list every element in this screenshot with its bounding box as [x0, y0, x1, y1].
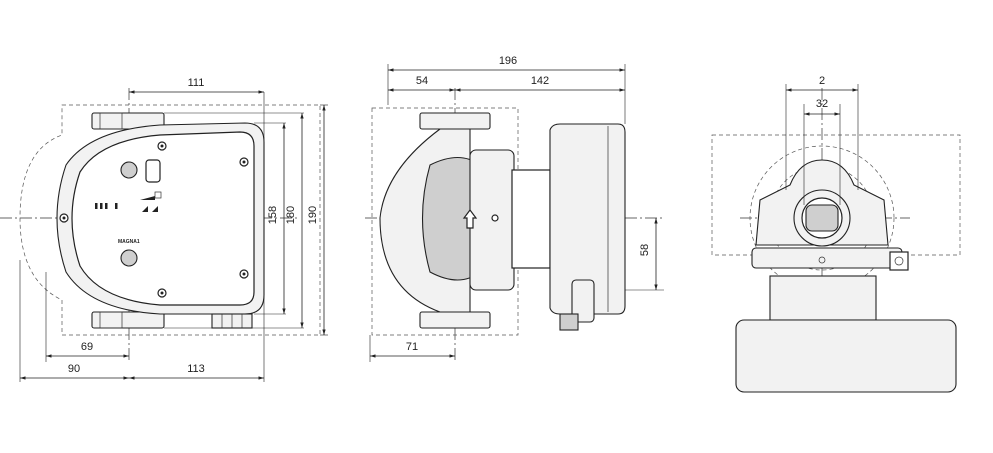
- side-connector: [559, 313, 579, 331]
- side-volute-inner: [422, 156, 481, 281]
- end-mounting-bar: [751, 247, 903, 269]
- svg-text:190: 190: [307, 206, 319, 224]
- end-control-box: [735, 319, 957, 393]
- side-motor-neck: [511, 169, 551, 269]
- side-flow-arrow-icon: [462, 209, 478, 229]
- svg-text:2: 2: [819, 75, 825, 87]
- side-bottom-flange: [419, 311, 491, 329]
- svg-text:142: 142: [531, 75, 549, 87]
- end-drain-mark: [818, 256, 826, 264]
- end-bolt-right: [889, 251, 909, 271]
- svg-text:158: 158: [267, 206, 279, 224]
- end-motor-neck: [769, 275, 877, 321]
- front-top-flange-detail: [99, 112, 123, 130]
- end-bolt-right-circle: [894, 256, 904, 266]
- svg-text:69: 69: [81, 341, 93, 353]
- front-bottom-flange-detail: [99, 311, 123, 329]
- dim-front-111: 111: [129, 77, 264, 94]
- front-brand-label: MAGNA1: [118, 239, 140, 245]
- side-clearance-outline: [371, 107, 519, 336]
- dim-front-158: 158: [267, 123, 286, 314]
- front-view: MAGNA1 111 158 180 190: [0, 77, 328, 382]
- front-clearance-outline: [19, 104, 321, 336]
- svg-text:180: 180: [285, 206, 297, 224]
- svg-text:71: 71: [406, 341, 418, 353]
- dim-end-2: 2: [786, 75, 858, 92]
- side-view: 196 54 142 58 71: [365, 55, 664, 362]
- side-top-flange: [419, 112, 491, 130]
- dim-side-71: 71: [370, 341, 455, 358]
- svg-text:196: 196: [499, 55, 517, 67]
- svg-text:54: 54: [416, 75, 428, 87]
- front-indicator-leds: [95, 191, 162, 212]
- svg-text:58: 58: [639, 244, 651, 256]
- dim-side-196: 196: [388, 55, 625, 72]
- end-port-opening: [805, 204, 839, 232]
- dim-front-90: 90: [20, 363, 129, 380]
- dim-front-113: 113: [129, 363, 264, 380]
- front-control-panel: [71, 131, 255, 306]
- dim-end-32: 32: [804, 98, 840, 116]
- svg-text:111: 111: [188, 77, 205, 89]
- dim-front-180: 180: [285, 113, 304, 328]
- side-control-box: [549, 123, 626, 315]
- front-display-button-icon: [120, 161, 138, 179]
- end-view: 2 32: [711, 75, 961, 393]
- dim-side-58: 58: [639, 218, 658, 290]
- svg-text:90: 90: [68, 363, 80, 375]
- side-shaft-center: [491, 214, 499, 222]
- dim-front-69: 69: [46, 341, 129, 358]
- front-selector-button-icon: [120, 249, 138, 267]
- front-bottom-flange: [91, 311, 165, 329]
- dim-front-190: 190: [307, 105, 326, 335]
- front-cable-port: [145, 159, 161, 183]
- dim-side-142: 142: [455, 75, 625, 92]
- front-screw-icons: [59, 141, 249, 298]
- dim-side-54: 54: [388, 75, 455, 92]
- side-cable-gland: [571, 279, 595, 323]
- side-pump-head: [469, 149, 515, 291]
- svg-text:113: 113: [187, 363, 205, 375]
- svg-text:32: 32: [816, 98, 828, 110]
